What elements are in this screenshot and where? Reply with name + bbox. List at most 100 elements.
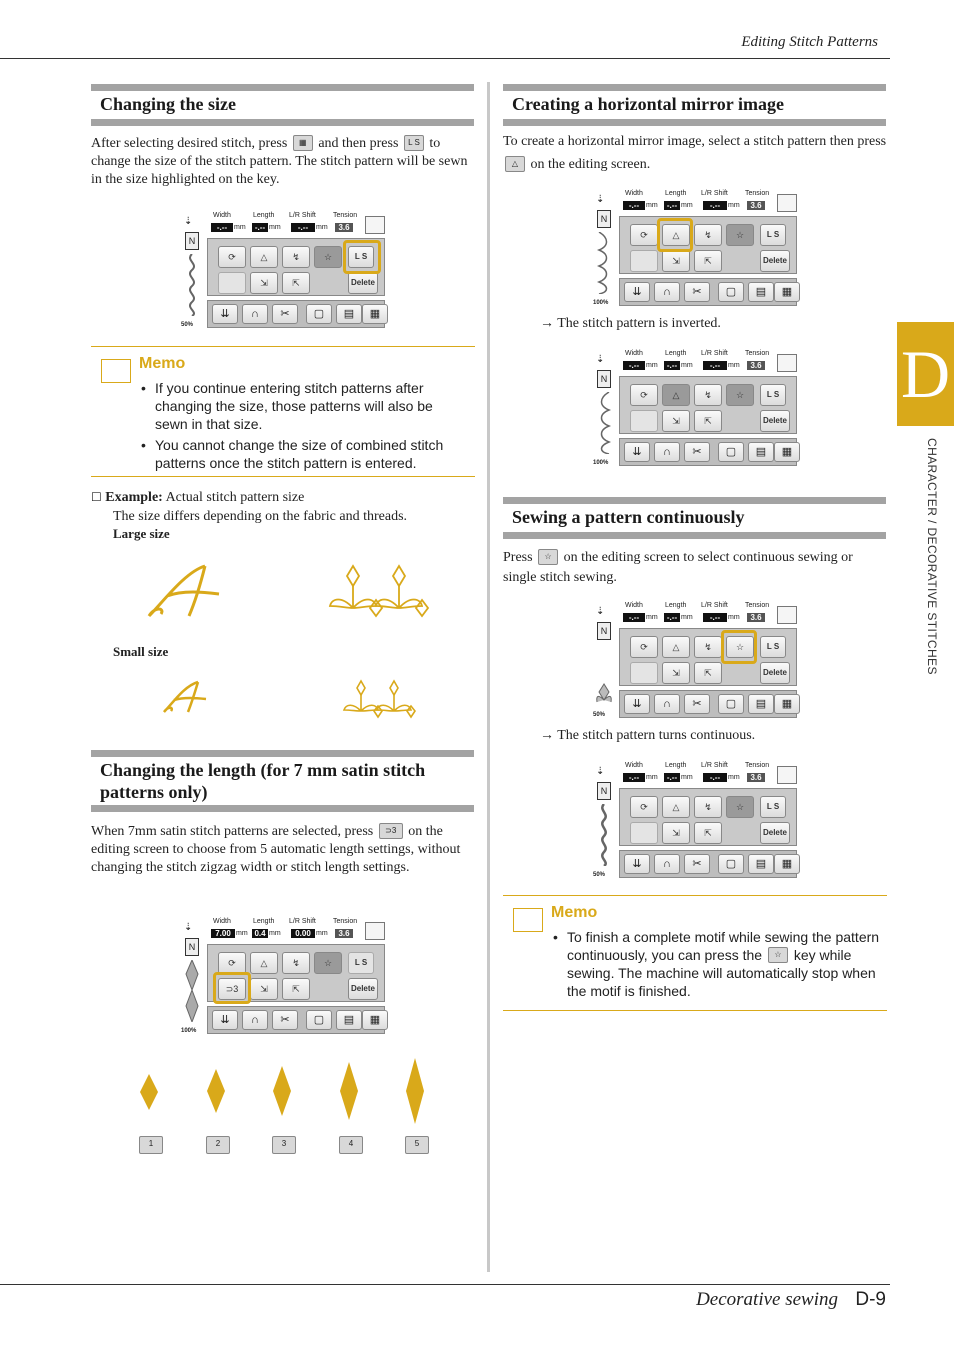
pattern-key[interactable]: ↯ — [694, 384, 722, 406]
pattern-key[interactable]: ↯ — [694, 796, 722, 818]
density-key[interactable]: ⇲ — [662, 822, 690, 844]
combine-icon[interactable]: ▦ — [774, 694, 800, 714]
density-key[interactable]: ⇲ — [250, 978, 278, 1000]
stitch-setting-icon[interactable] — [365, 216, 385, 234]
delete-key[interactable]: Delete — [760, 250, 790, 272]
combine-icon[interactable]: ▦ — [362, 1010, 388, 1030]
image-key[interactable]: ⟳ — [218, 246, 246, 268]
footer-rule — [0, 1284, 890, 1285]
loop-icon[interactable]: ∩ — [654, 442, 680, 462]
continuous-key[interactable]: ☆ — [314, 246, 342, 268]
size-key[interactable]: L S — [760, 224, 786, 246]
scissors-icon[interactable]: ✂ — [684, 282, 710, 302]
scissors-icon[interactable]: ✂ — [272, 1010, 298, 1030]
book-icon[interactable]: ▤ — [336, 1010, 362, 1030]
stitch-key[interactable]: ⇱ — [282, 272, 310, 294]
mirror-key[interactable]: △ — [662, 636, 690, 658]
length-diamond-3 — [273, 1066, 291, 1116]
mirror-key[interactable]: △ — [250, 952, 278, 974]
pattern-key[interactable]: ↯ — [282, 952, 310, 974]
stitch-key[interactable]: ⇱ — [694, 410, 722, 432]
continuous-key[interactable]: ☆ — [314, 952, 342, 974]
thread-icon[interactable]: ⇊ — [624, 694, 650, 714]
image-key[interactable]: ⟳ — [630, 636, 658, 658]
density-key[interactable]: ⇲ — [662, 662, 690, 684]
delete-key[interactable]: Delete — [760, 662, 790, 684]
stitch-setting-icon[interactable] — [777, 766, 797, 784]
stitch-key[interactable]: ⇱ — [694, 662, 722, 684]
pattern-key[interactable]: ↯ — [694, 636, 722, 658]
book-icon[interactable]: ▤ — [336, 304, 362, 324]
thread-icon[interactable]: ⇊ — [624, 854, 650, 874]
loop-icon[interactable]: ∩ — [654, 694, 680, 714]
density-key[interactable]: ⇲ — [662, 410, 690, 432]
size-key[interactable]: L S — [760, 384, 786, 406]
delete-key[interactable]: Delete — [348, 272, 378, 294]
loop-icon[interactable]: ∩ — [242, 304, 268, 324]
stitch-setting-icon[interactable] — [365, 922, 385, 940]
memory-icon[interactable]: ▢ — [718, 854, 744, 874]
loop-icon[interactable]: ∩ — [654, 282, 680, 302]
image-key[interactable]: ⟳ — [218, 952, 246, 974]
presser-foot-icon: N — [185, 938, 199, 956]
mirror-key[interactable]: △ — [662, 796, 690, 818]
delete-key[interactable]: Delete — [760, 822, 790, 844]
continuous-key[interactable]: ☆ — [726, 224, 754, 246]
continuous-key[interactable]: ☆ — [726, 636, 754, 658]
pattern-key[interactable]: ↯ — [282, 246, 310, 268]
book-icon[interactable]: ▤ — [748, 694, 774, 714]
combine-icon[interactable]: ▦ — [774, 282, 800, 302]
section-header-size: Changing the size — [91, 84, 474, 126]
delete-key[interactable]: Delete — [760, 410, 790, 432]
loop-icon[interactable]: ∩ — [654, 854, 680, 874]
book-icon[interactable]: ▤ — [748, 854, 774, 874]
thread-icon[interactable]: ⇊ — [624, 442, 650, 462]
length-key-icon: ⊃3 — [378, 822, 403, 839]
thread-icon[interactable]: ⇊ — [212, 304, 238, 324]
scissors-icon[interactable]: ✂ — [684, 854, 710, 874]
continuous-key[interactable]: ☆ — [726, 384, 754, 406]
thread-icon[interactable]: ⇊ — [212, 1010, 238, 1030]
image-key[interactable]: ⟳ — [630, 224, 658, 246]
image-key[interactable]: ⟳ — [630, 796, 658, 818]
size-key[interactable]: L S — [348, 952, 374, 974]
book-icon[interactable]: ▤ — [748, 282, 774, 302]
loop-icon[interactable]: ∩ — [242, 1010, 268, 1030]
memory-icon[interactable]: ▢ — [718, 282, 744, 302]
length-key[interactable]: ⊃3 — [218, 978, 246, 1000]
mirror-key[interactable]: △ — [250, 246, 278, 268]
density-key[interactable]: ⇲ — [250, 272, 278, 294]
stitch-key[interactable]: ⇱ — [694, 250, 722, 272]
memory-icon[interactable]: ▢ — [306, 1010, 332, 1030]
size-key[interactable]: L S — [348, 246, 374, 268]
memory-icon[interactable]: ▢ — [306, 304, 332, 324]
mirror-key[interactable]: △ — [662, 224, 690, 246]
mirror-key[interactable]: △ — [662, 384, 690, 406]
combine-icon[interactable]: ▦ — [774, 854, 800, 874]
combine-icon[interactable]: ▦ — [774, 442, 800, 462]
scissors-icon[interactable]: ✂ — [272, 304, 298, 324]
memory-icon[interactable]: ▢ — [718, 694, 744, 714]
stitch-key[interactable]: ⇱ — [282, 978, 310, 1000]
continuous-result: → The stitch pattern turns continuous. — [540, 728, 756, 743]
pattern-key[interactable]: ↯ — [694, 224, 722, 246]
memory-icon[interactable]: ▢ — [718, 442, 744, 462]
scissors-icon[interactable]: ✂ — [684, 694, 710, 714]
stitch-setting-icon[interactable] — [777, 354, 797, 372]
stitch-setting-icon[interactable] — [777, 194, 797, 212]
density-key[interactable]: ⇲ — [662, 250, 690, 272]
stitch-key[interactable]: ⇱ — [694, 822, 722, 844]
size-key[interactable]: L S — [760, 796, 786, 818]
book-icon[interactable]: ▤ — [748, 442, 774, 462]
stitch-setting-icon[interactable] — [777, 606, 797, 624]
presser-foot-icon: N — [597, 622, 611, 640]
image-key[interactable]: ⟳ — [630, 384, 658, 406]
combine-icon[interactable]: ▦ — [362, 304, 388, 324]
thread-icon[interactable]: ⇊ — [624, 282, 650, 302]
size-key[interactable]: L S — [760, 636, 786, 658]
continuous-key[interactable]: ☆ — [726, 796, 754, 818]
scissors-icon[interactable]: ✂ — [684, 442, 710, 462]
chapter-tab: D — [897, 322, 954, 426]
delete-key[interactable]: Delete — [348, 978, 378, 1000]
